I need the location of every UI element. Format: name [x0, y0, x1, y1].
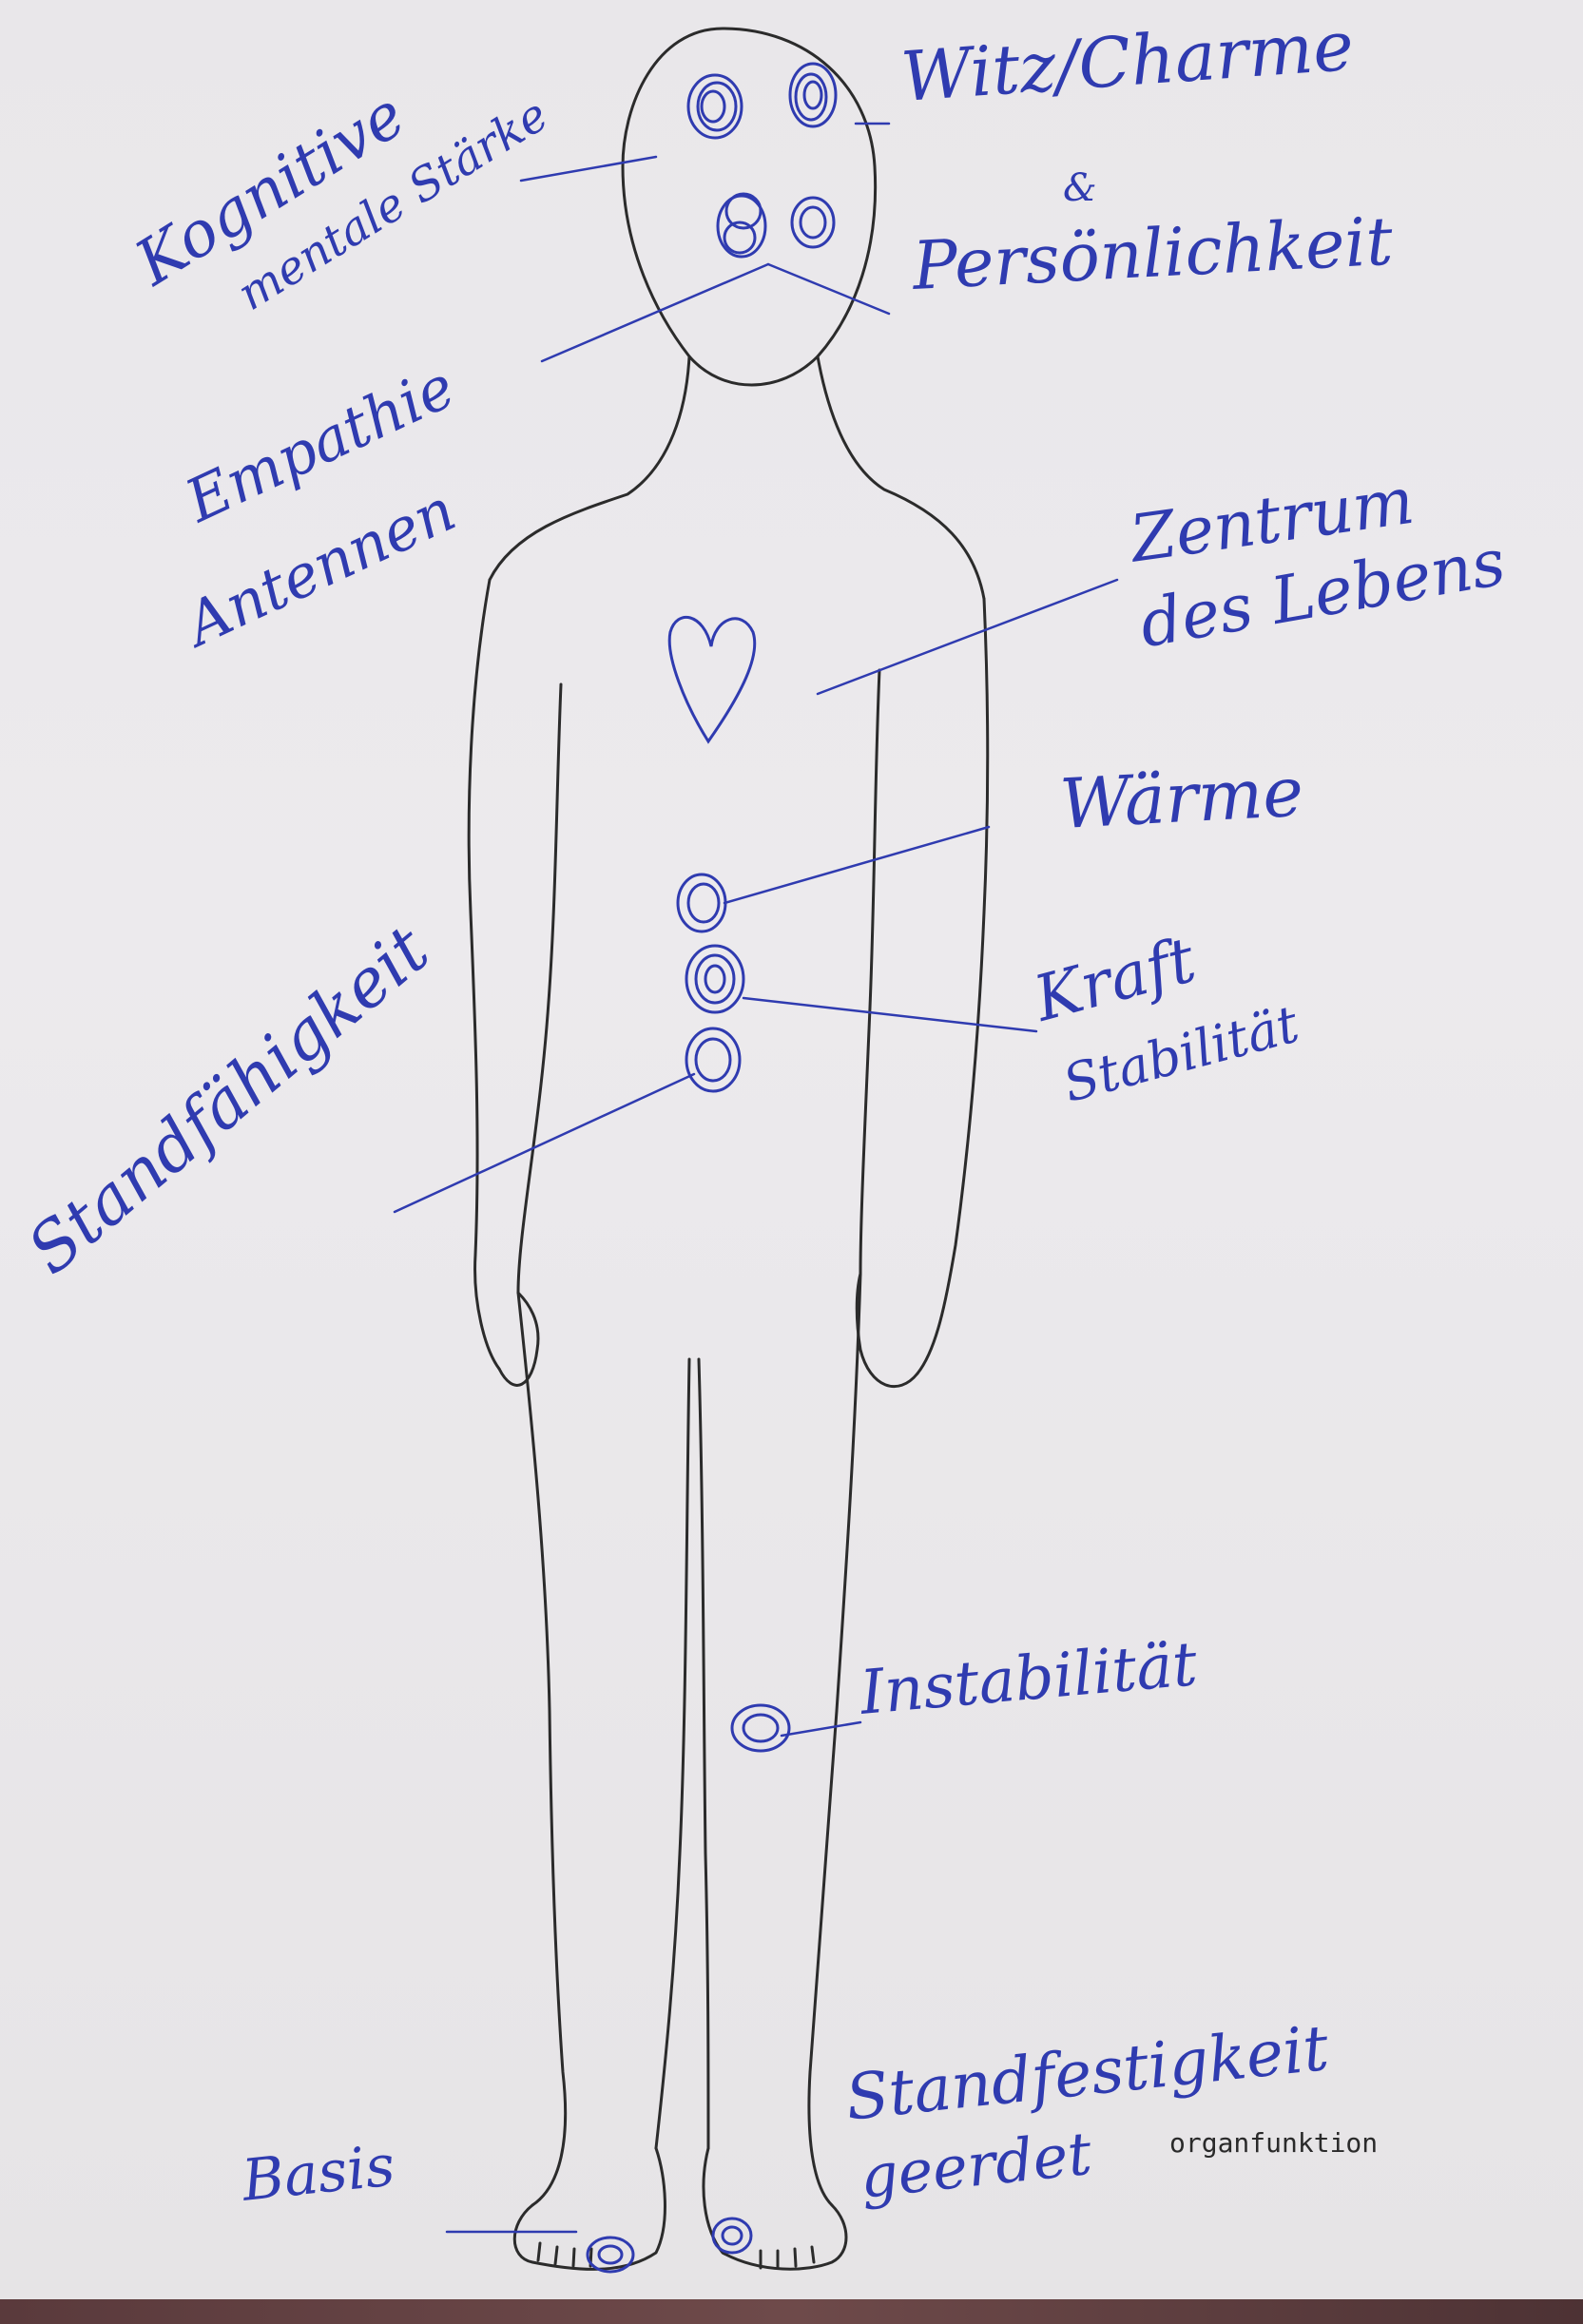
left-leg-inner — [656, 1359, 689, 2148]
scribble-knee — [732, 1705, 789, 1751]
left-foot — [514, 2148, 665, 2269]
organfunktion-stamp: organfunktion — [1169, 2127, 1378, 2159]
scribble-nose — [718, 194, 765, 257]
label-basis: Basis — [240, 2137, 397, 2209]
scribble-solar — [678, 874, 725, 932]
scribble-foot-left — [588, 2238, 633, 2272]
heart-drawing — [669, 617, 755, 741]
left-leg-outer — [518, 1293, 566, 2205]
left-toes — [538, 2243, 591, 2266]
scribble-eye-left — [688, 75, 742, 138]
connector-lines — [395, 124, 1117, 2232]
scribble-belly — [686, 946, 743, 1012]
right-leg-inner — [699, 1359, 708, 2148]
left-arm-outer — [469, 580, 499, 1369]
right-hand — [857, 1274, 917, 1387]
right-arm-inner — [860, 670, 879, 1274]
scribble-cheek — [792, 198, 834, 247]
label-und: & — [1063, 169, 1097, 207]
scribble-pelvis — [686, 1028, 740, 1091]
right-toes — [761, 2247, 814, 2268]
neck-left — [490, 356, 689, 580]
bottom-edge — [0, 2299, 1583, 2324]
right-arm-outer — [917, 599, 988, 1373]
left-arm-inner — [518, 684, 561, 1293]
neck-right — [818, 356, 984, 599]
ink-scribbles — [588, 64, 836, 2272]
scribble-foot-right — [713, 2218, 751, 2253]
head-outline — [623, 29, 876, 385]
scribble-eye-right — [790, 64, 836, 126]
label-waerme: Wärme — [1058, 758, 1304, 838]
